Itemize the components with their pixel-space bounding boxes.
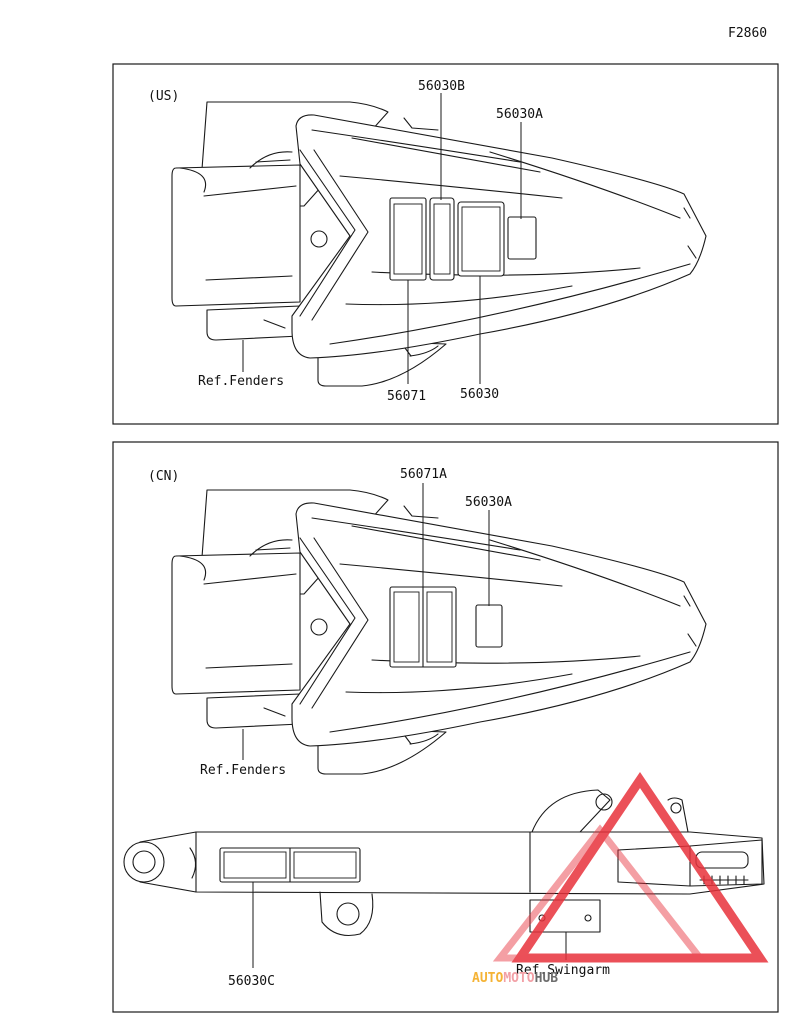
- panel-us: (US) 56030B 56030A 56071 56030 Ref.Fende…: [112, 63, 779, 425]
- watermark-hub: HUB: [535, 971, 559, 986]
- label-56030A-cn: [475, 604, 503, 648]
- callout-56030A-us: 56030A: [496, 107, 543, 122]
- callout-56030B-us: 56030B: [418, 79, 465, 94]
- ref-fenders-cn: Ref.Fenders: [200, 763, 286, 778]
- watermark-moto: MOTO: [503, 971, 534, 986]
- figure-code: F2860: [728, 26, 767, 41]
- ref-swingarm-cn: Ref.Swingarm: [516, 963, 610, 978]
- watermark-logo: [492, 771, 769, 963]
- watermark-auto: AUTO: [472, 971, 503, 986]
- ref-fenders-us: Ref.Fenders: [198, 374, 284, 389]
- label-56071A-cn: [389, 586, 457, 668]
- label-56030B-us: [429, 197, 455, 281]
- label-56030C-cn: [219, 847, 361, 883]
- label-56030-us: [457, 201, 505, 277]
- callout-56071-us: 56071: [387, 389, 426, 404]
- callout-56030A-cn: 56030A: [465, 495, 512, 510]
- region-label-us: (US): [148, 89, 179, 104]
- label-56071-us: [389, 197, 427, 281]
- panel-cn: (CN) 56071A 56030A Ref.Fenders: [112, 441, 779, 1013]
- callout-56030-us: 56030: [460, 387, 499, 402]
- watermark-text: AUTOMOTOHUB: [472, 971, 558, 986]
- region-label-cn: (CN): [148, 469, 179, 484]
- label-56030A-us: [507, 216, 537, 260]
- callout-56071A-cn: 56071A: [400, 467, 447, 482]
- callout-56030C-cn: 56030C: [228, 974, 275, 989]
